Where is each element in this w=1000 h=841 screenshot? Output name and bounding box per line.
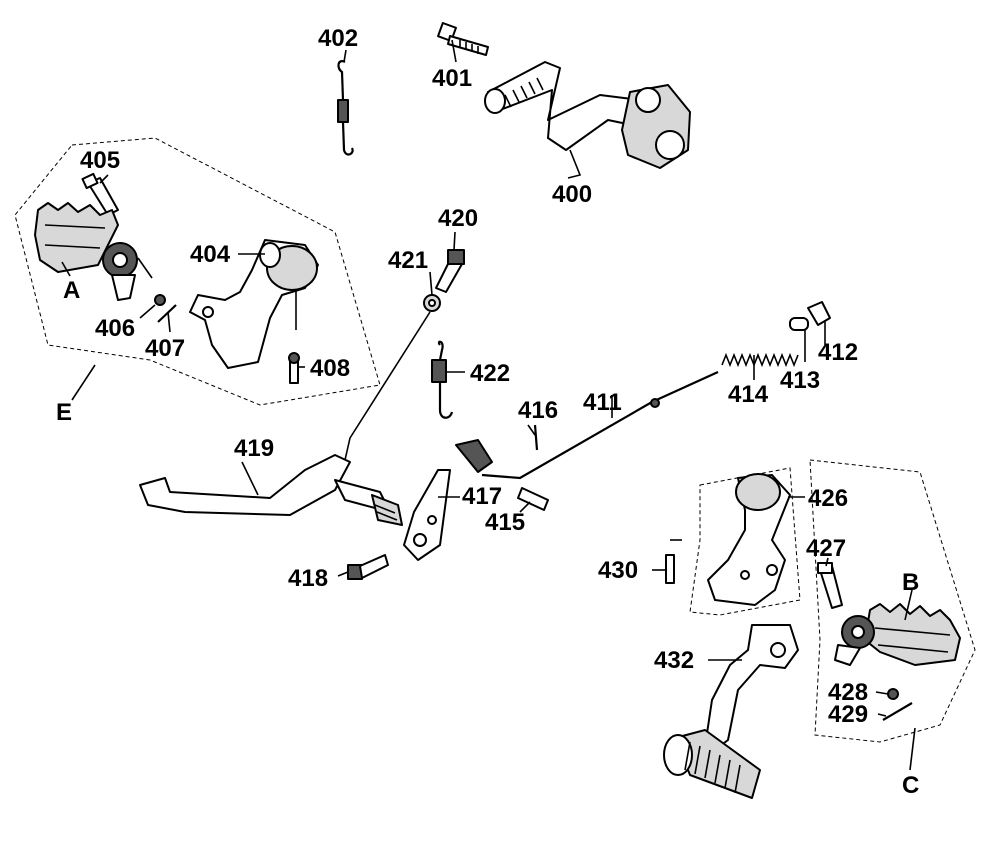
label-group-b: B	[902, 569, 919, 596]
label-421: 421	[388, 247, 428, 274]
bolt-418	[347, 554, 389, 580]
nut-421	[423, 294, 441, 312]
bolt-401	[437, 22, 489, 56]
bolt-420	[435, 249, 465, 293]
label-408: 408	[310, 355, 350, 382]
label-422: 422	[470, 360, 510, 387]
pin-415	[517, 487, 549, 511]
bracket-426-outline	[689, 467, 801, 616]
washer-428	[887, 688, 899, 700]
bolt-430	[665, 539, 682, 584]
label-432: 432	[654, 647, 694, 674]
washer-406	[154, 294, 166, 306]
label-428: 428	[828, 679, 868, 706]
label-402: 402	[318, 25, 358, 52]
label-413: 413	[780, 367, 820, 394]
pin-413	[789, 317, 809, 362]
label-400: 400	[552, 181, 592, 208]
cap-412	[807, 301, 831, 345]
spring-402	[337, 60, 354, 156]
spring-414	[721, 352, 799, 380]
label-414: 414	[728, 381, 769, 408]
label-group-c: C	[902, 772, 919, 799]
bolt-408	[288, 352, 300, 384]
bolt-405	[81, 172, 119, 216]
label-417: 417	[462, 483, 502, 510]
label-407: 407	[145, 335, 185, 362]
pin-416	[533, 424, 539, 451]
bracket-404	[189, 239, 319, 369]
label-416: 416	[518, 397, 558, 424]
label-419: 419	[234, 435, 274, 462]
bolt-427	[817, 562, 843, 609]
label-418: 418	[288, 565, 328, 592]
label-415: 415	[485, 509, 525, 536]
footpeg-a	[34, 202, 153, 301]
cable-411	[481, 370, 719, 480]
label-404: 404	[190, 241, 231, 268]
lever-417	[403, 439, 493, 561]
brake-pedal-419	[139, 311, 431, 526]
label-430: 430	[598, 557, 638, 584]
label-405: 405	[80, 147, 120, 174]
label-411: 411	[583, 389, 622, 416]
label-401: 401	[432, 65, 472, 92]
label-429: 429	[828, 701, 868, 728]
label-412: 412	[818, 339, 858, 366]
footpeg-b	[834, 603, 961, 666]
label-427: 427	[806, 535, 846, 562]
spring-422	[431, 340, 454, 419]
label-group-a: A	[63, 277, 80, 304]
group-e-outline	[14, 137, 381, 406]
bracket-426	[707, 473, 791, 606]
label-426: 426	[808, 485, 848, 512]
group-c-outline	[809, 459, 976, 743]
shift-pedal-432	[663, 624, 799, 799]
leader-lines	[61, 39, 913, 717]
label-420: 420	[438, 205, 478, 232]
label-406: 406	[95, 315, 135, 342]
pin-429	[882, 702, 913, 721]
label-group-e: E	[56, 399, 72, 426]
kickstarter-400	[484, 61, 691, 179]
pin-407	[157, 304, 177, 323]
